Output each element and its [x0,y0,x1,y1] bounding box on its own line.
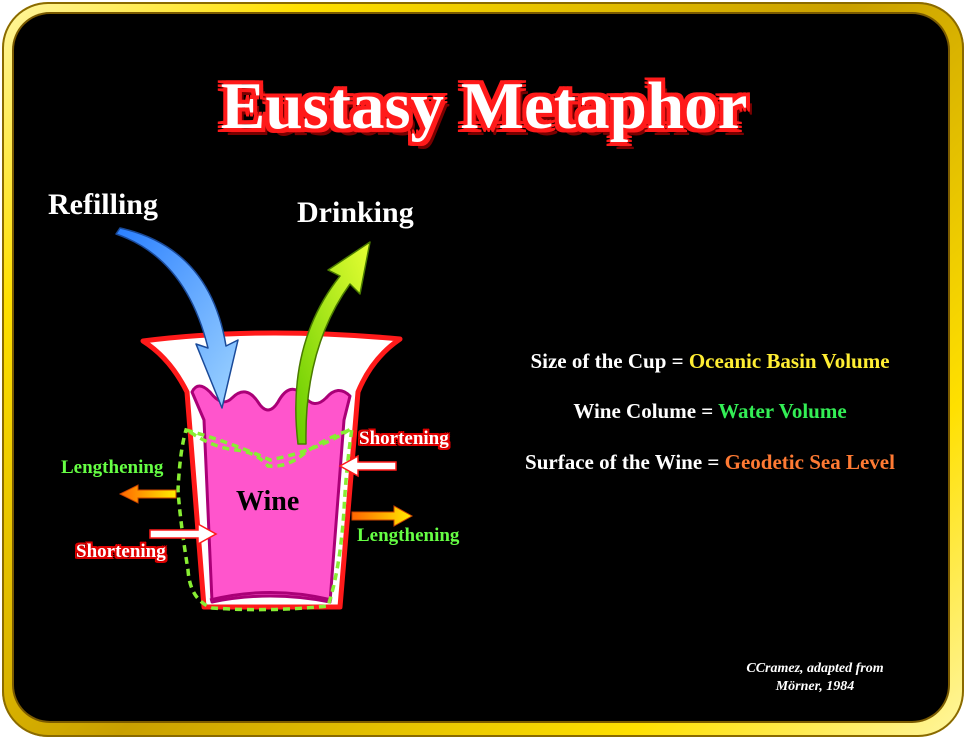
label-lengthening-right: Lengthening [357,525,460,546]
arrow-lengthening-right [351,505,414,527]
drink-arrow [295,241,371,445]
equation-wine-term: Wine Colume = [573,399,719,423]
dashed-surface [189,428,351,468]
equation-surface: Surface of the Wine = Geodetic Sea Level [460,450,960,475]
credit-line-1: CCramez, adapted from [746,661,884,676]
label-refilling: Refilling [48,188,158,221]
label-wine: Wine [236,486,300,517]
equation-surface-term: Surface of the Wine = [525,450,725,474]
arrow-shortening-left [149,522,218,546]
credit-line-2: Mörner, 1984 [775,679,855,694]
equation-wine: Wine Colume = Water Volume [460,399,960,424]
arrow-shortening-right [338,454,397,478]
wine-bottom-curve [209,591,333,602]
label-shortening-right: Shortening [359,428,449,449]
label-shortening-left: Shortening [76,541,166,562]
arrow-lengthening-left [118,484,177,504]
label-drinking: Drinking [297,196,414,229]
equation-cup: Size of the Cup = Oceanic Basin Volume [460,349,960,374]
dashed-outline [176,424,355,612]
equation-cup-meaning: Oceanic Basin Volume [688,349,890,373]
slide-title: Eustasy Metaphor [220,69,748,143]
equation-cup-term: Size of the Cup = [530,349,689,373]
refill-arrow [115,227,239,409]
equation-surface-meaning: Geodetic Sea Level [724,450,895,474]
equation-wine-meaning: Water Volume [718,399,847,423]
credit: CCramez, adapted from Mörner, 1984 [700,660,930,696]
label-lengthening-left: Lengthening [61,457,164,478]
